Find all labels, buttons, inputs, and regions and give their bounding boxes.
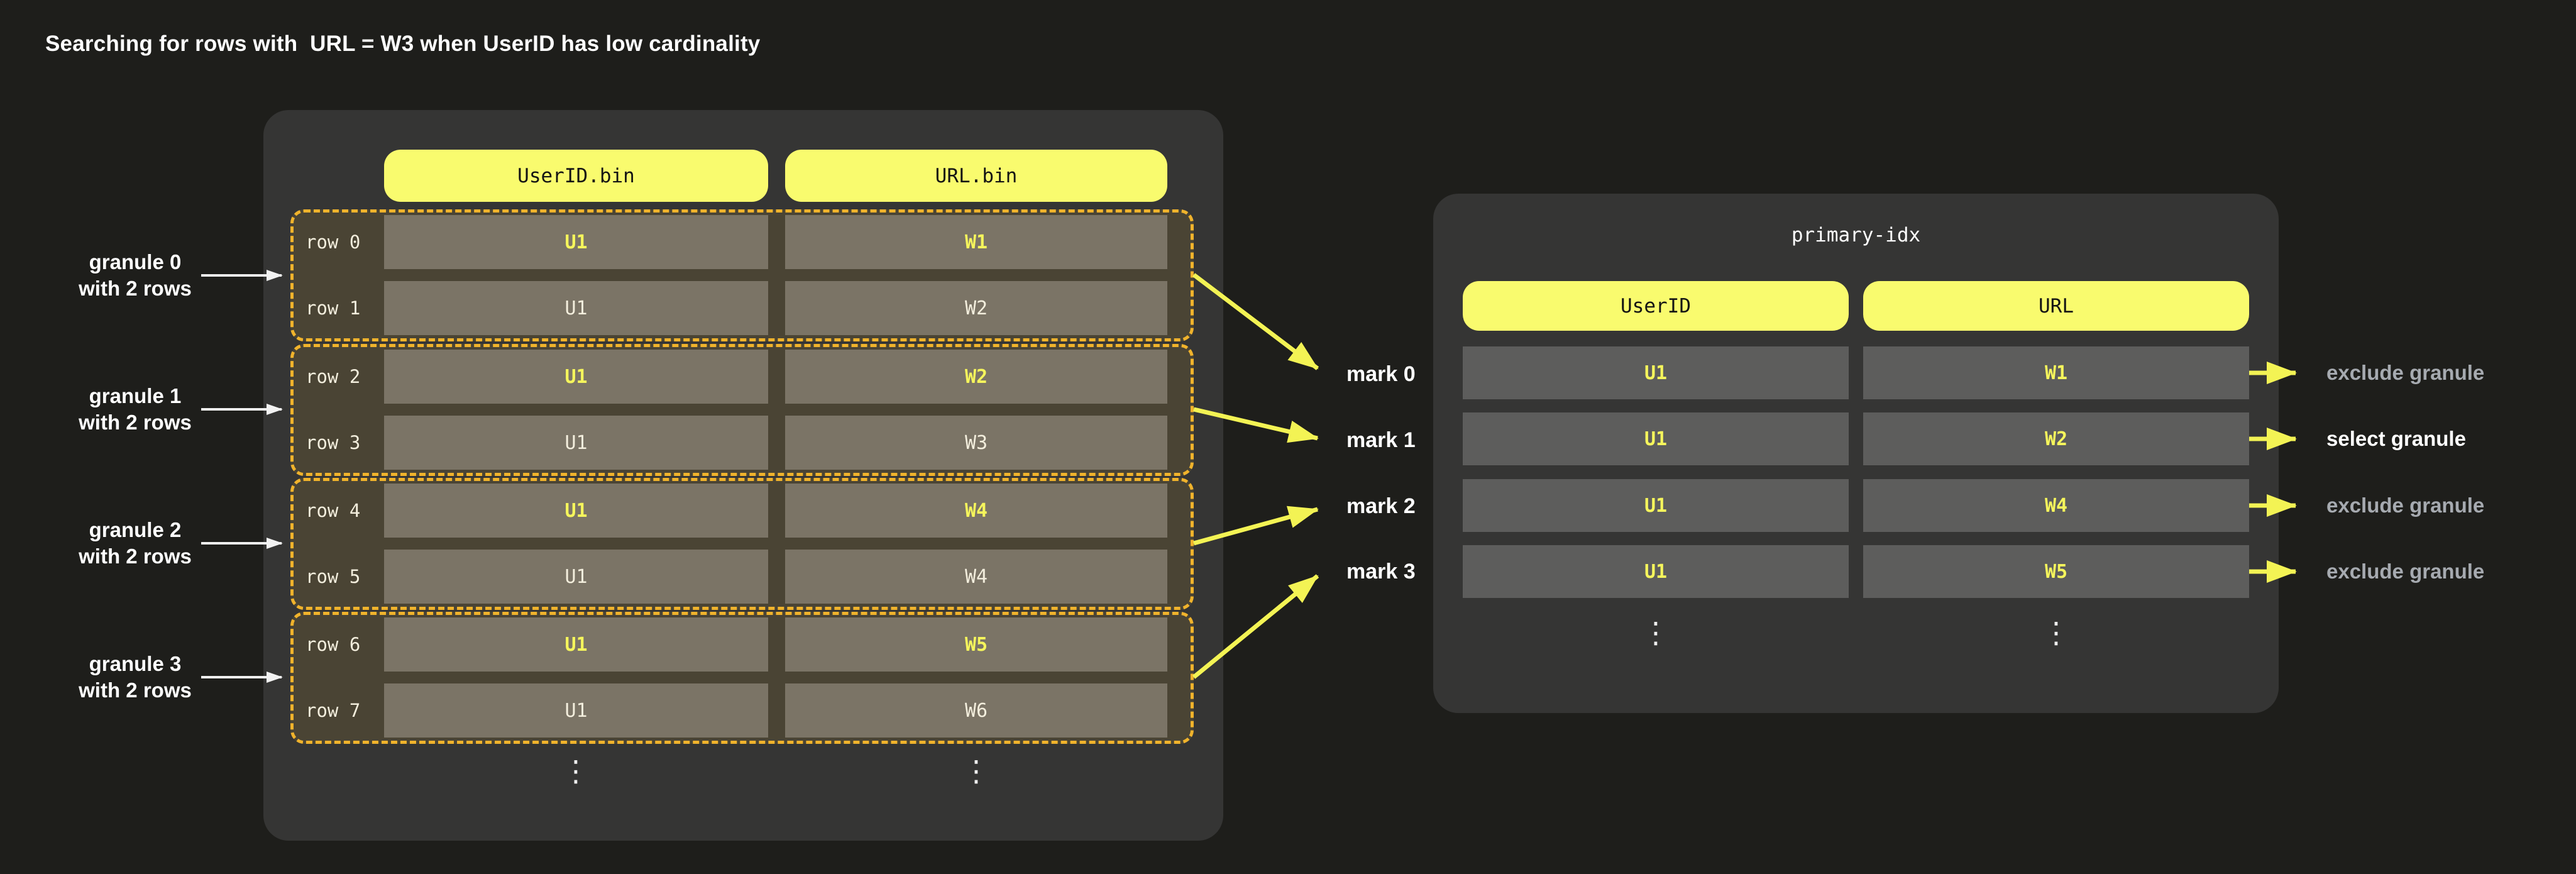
more-rows-ellipsis: ⋮: [962, 754, 991, 788]
url-cell: W2: [785, 281, 1167, 335]
bin-files-panel: UserID.bin URL.bin row 0 U1 W1 row 1 U1 …: [263, 110, 1223, 841]
row-label: row 4: [305, 500, 361, 521]
url-cell: W5: [785, 617, 1167, 672]
table-row: row 0 U1 W1: [294, 215, 1191, 269]
table-row: row 1 U1 W2: [294, 281, 1191, 335]
row-label: row 7: [305, 700, 361, 721]
granule-1-label: granule 1 with 2 rows: [79, 384, 192, 434]
page-title: Searching for rows with URL = W3 when Us…: [45, 31, 761, 56]
mark-1-label: mark 1: [1346, 428, 1416, 452]
url-cell: W4: [785, 484, 1167, 538]
table-row: row 6 U1 W5: [294, 617, 1191, 672]
column-header-url: URL: [1863, 281, 2249, 331]
granule-2-box: row 4 U1 W4 row 5 U1 W4: [290, 478, 1194, 610]
index-url-cell: W1: [1863, 346, 2249, 399]
userid-cell: U1: [384, 281, 768, 335]
column-header-userid: UserID: [1463, 281, 1849, 331]
granule-3-box: row 6 U1 W5 row 7 U1 W6: [290, 612, 1194, 744]
userid-cell: U1: [384, 350, 768, 404]
primary-index-title: primary-idx: [1791, 224, 1921, 246]
granule-0-label: granule 0 with 2 rows: [79, 250, 192, 300]
row-label: row 5: [305, 566, 361, 587]
more-index-rows-ellipsis: ⋮: [1641, 616, 1670, 650]
index-url-cell: W4: [1863, 479, 2249, 532]
granule-2-label: granule 2 with 2 rows: [79, 518, 192, 568]
table-row: row 2 U1 W2: [294, 350, 1191, 404]
index-userid-cell: U1: [1463, 412, 1849, 465]
column-header-url-bin: URL.bin: [785, 150, 1167, 202]
table-row: row 7 U1 W6: [294, 683, 1191, 738]
userid-cell: U1: [384, 215, 768, 269]
mark-3-label: mark 3: [1346, 560, 1416, 584]
userid-cell: U1: [384, 683, 768, 738]
userid-cell: U1: [384, 416, 768, 470]
mark-2-label: mark 2: [1346, 494, 1416, 518]
row-label: row 0: [305, 231, 361, 253]
url-cell: W3: [785, 416, 1167, 470]
row-label: row 2: [305, 366, 361, 387]
table-row: row 5 U1 W4: [294, 550, 1191, 604]
userid-cell: U1: [384, 484, 768, 538]
url-cell: W2: [785, 350, 1167, 404]
granule-1-box: row 2 U1 W2 row 3 U1 W3: [290, 344, 1194, 476]
index-userid-cell: U1: [1463, 346, 1849, 399]
index-url-cell: W2: [1863, 412, 2249, 465]
decision-exclude-granule-2: exclude granule: [2326, 494, 2485, 517]
decision-exclude-granule-3: exclude granule: [2326, 560, 2485, 583]
mark-0-label: mark 0: [1346, 362, 1416, 386]
row-label: row 1: [305, 297, 361, 319]
decision-select-granule-1: select granule: [2326, 427, 2466, 450]
index-userid-cell: U1: [1463, 545, 1849, 598]
index-url-cell: W5: [1863, 545, 2249, 598]
granule-0-box: row 0 U1 W1 row 1 U1 W2: [290, 209, 1194, 341]
row-label: row 6: [305, 634, 361, 655]
table-row: row 3 U1 W3: [294, 416, 1191, 470]
url-cell: W1: [785, 215, 1167, 269]
primary-index-panel: primary-idx UserID URL U1 W1 U1 W2 U1 W4…: [1433, 194, 2279, 713]
index-userid-cell: U1: [1463, 479, 1849, 532]
column-header-userid-bin: UserID.bin: [384, 150, 768, 202]
decision-exclude-granule-0: exclude granule: [2326, 361, 2485, 384]
userid-cell: U1: [384, 617, 768, 672]
granule-3-label: granule 3 with 2 rows: [79, 652, 192, 702]
url-cell: W4: [785, 550, 1167, 604]
table-row: row 4 U1 W4: [294, 484, 1191, 538]
url-cell: W6: [785, 683, 1167, 738]
userid-cell: U1: [384, 550, 768, 604]
row-label: row 3: [305, 432, 361, 453]
more-index-rows-ellipsis: ⋮: [2042, 616, 2071, 650]
more-rows-ellipsis: ⋮: [561, 754, 590, 788]
